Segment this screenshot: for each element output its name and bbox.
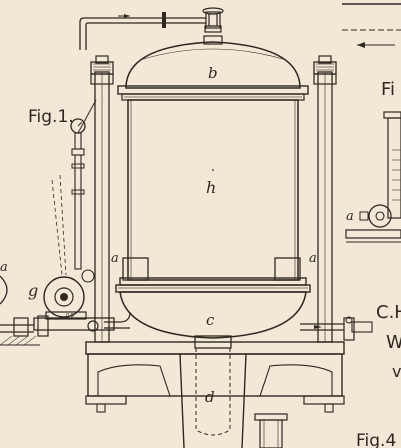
label-c: c xyxy=(206,311,215,329)
top-right-rules xyxy=(342,3,401,48)
label-d: d xyxy=(205,388,215,406)
label-a-left: a xyxy=(111,251,119,266)
pump-plate-text: 0 5 xyxy=(66,313,74,319)
side-caption-line3: v xyxy=(392,362,401,381)
fig1-title: Fig.1. xyxy=(28,107,74,127)
fig4-title: Fig.4 xyxy=(356,431,396,448)
label-a-far-left: a xyxy=(0,260,8,275)
label-a-right: a xyxy=(309,251,317,266)
lower-pipes xyxy=(0,311,373,346)
side-caption-line2: W xyxy=(386,332,401,353)
pump-unit xyxy=(33,174,115,332)
top-supply-pipe xyxy=(79,7,224,50)
lower-flange-and-bottom xyxy=(115,257,311,349)
pressure-gauge-assembly xyxy=(70,99,97,270)
fig-partial-title: Fi xyxy=(381,79,395,100)
far-left-partial xyxy=(0,275,8,305)
fig2-partial-drawing xyxy=(345,111,401,243)
label-a-fig2: a xyxy=(346,209,354,224)
label-h: h xyxy=(206,178,216,197)
cylinder-body xyxy=(127,99,299,281)
machine-base xyxy=(85,341,345,448)
label-g: g xyxy=(28,281,38,300)
label-b: b xyxy=(208,64,218,82)
side-caption-line1: C.H xyxy=(376,302,401,323)
fig4-column xyxy=(254,413,288,448)
upper-dome xyxy=(117,35,309,101)
